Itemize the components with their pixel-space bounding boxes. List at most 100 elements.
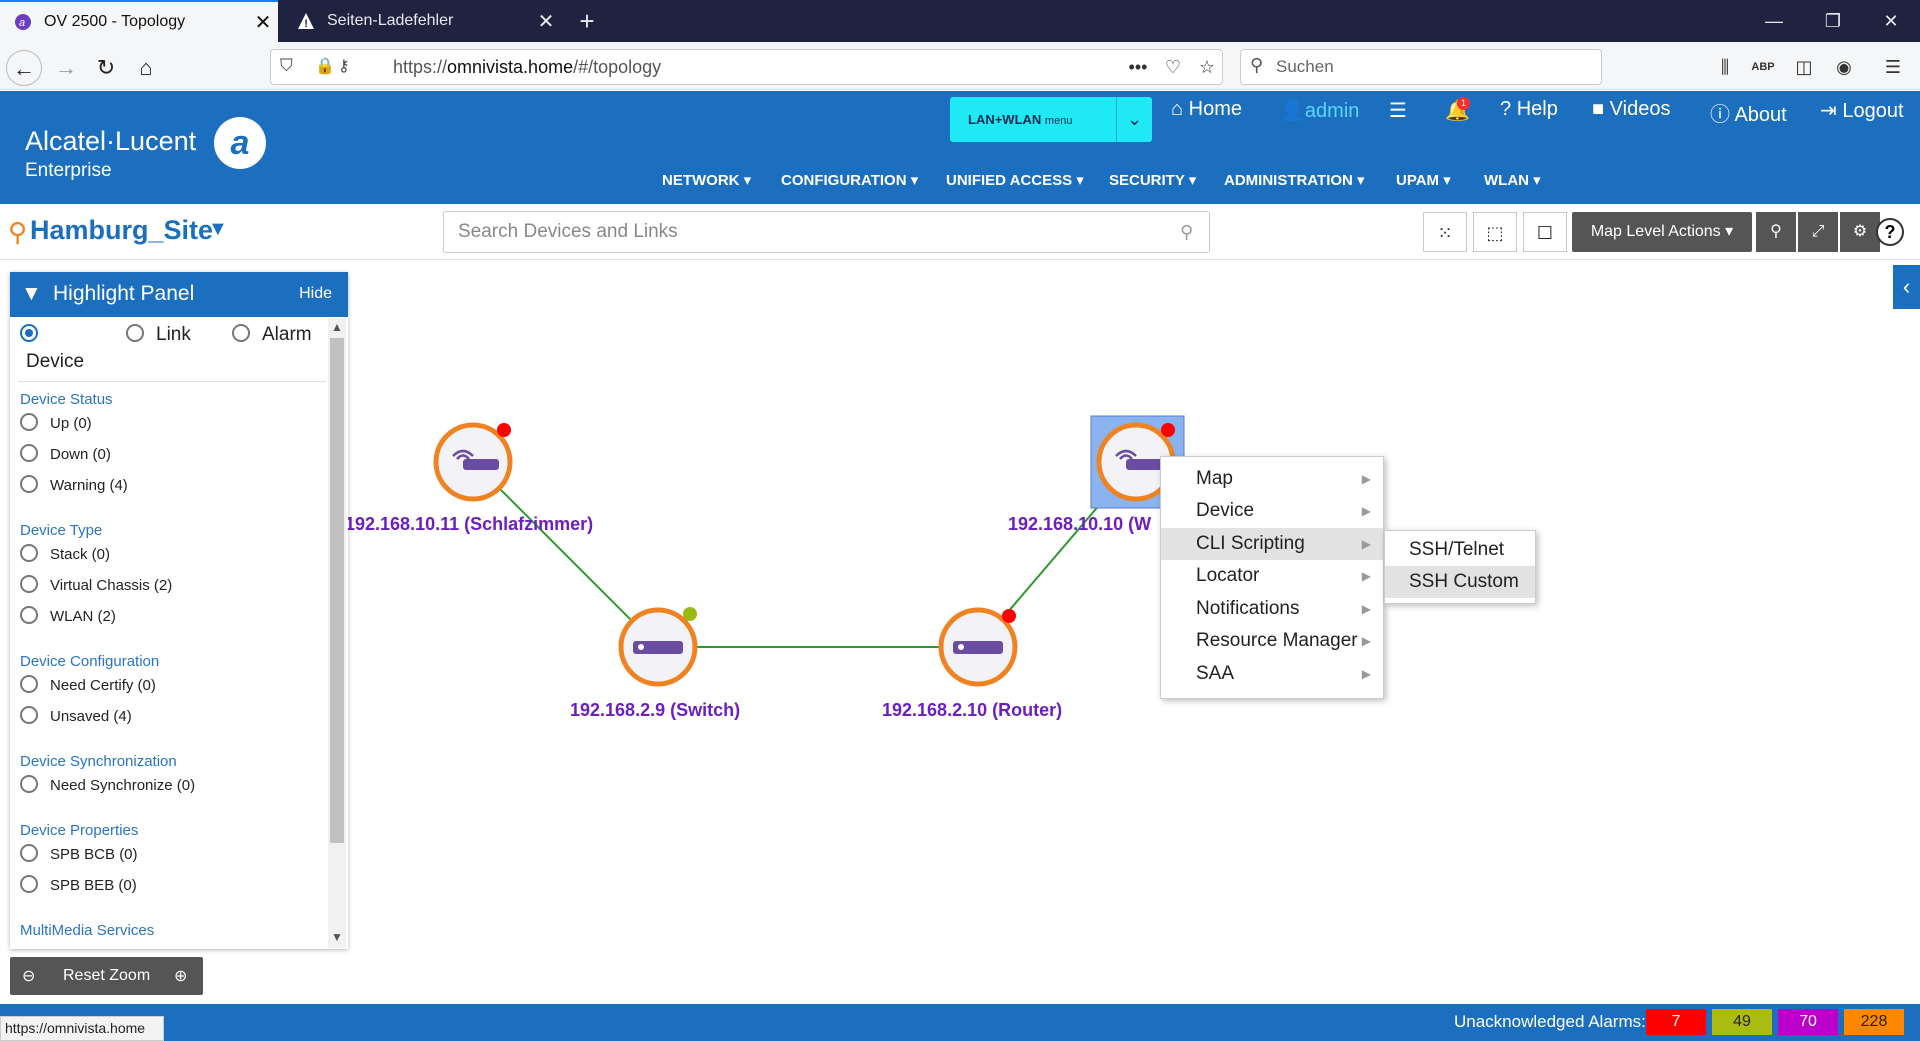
alarm-count-major[interactable]: 49 bbox=[1712, 1009, 1772, 1035]
browser-tab-inactive[interactable]: ! Seiten-Ladefehler ✕ bbox=[283, 0, 561, 42]
device-node-router[interactable] bbox=[938, 607, 1018, 687]
back-icon[interactable]: ← bbox=[6, 50, 42, 86]
account-icon[interactable]: ◉ bbox=[1836, 57, 1852, 77]
filter-radio[interactable] bbox=[20, 444, 38, 462]
filter-radio[interactable] bbox=[20, 706, 38, 724]
minimize-icon[interactable]: — bbox=[1765, 11, 1783, 31]
home-link[interactable]: ⌂ Home bbox=[1171, 98, 1243, 120]
menu-unified-access[interactable]: UNIFIED ACCESS ▾ bbox=[946, 172, 1084, 189]
logout-link[interactable]: ⇥ Logout bbox=[1820, 100, 1904, 122]
device-filter-icon[interactable]: ⁙ bbox=[1423, 212, 1467, 252]
new-tab-button[interactable]: + bbox=[579, 6, 595, 36]
brand-logo-text: Alcatel·Lucent bbox=[25, 126, 197, 156]
hamburger-menu-icon[interactable]: ☰ bbox=[1884, 57, 1902, 77]
browser-tab-active[interactable]: a OV 2500 - Topology ✕ bbox=[0, 0, 278, 42]
url-text[interactable]: https://omnivista.home/#/topology bbox=[393, 57, 661, 78]
site-dropdown-caret-icon[interactable]: ▼ bbox=[208, 218, 228, 240]
menu-configuration[interactable]: CONFIGURATION ▾ bbox=[781, 172, 919, 189]
shield-icon[interactable]: ⛉ bbox=[280, 56, 293, 75]
menu-network[interactable]: NETWORK ▾ bbox=[662, 172, 752, 189]
filter-radio[interactable] bbox=[20, 775, 38, 793]
help-icon[interactable]: ? bbox=[1876, 218, 1904, 246]
lock-warning-icon[interactable]: 🔒 bbox=[315, 58, 335, 75]
forward-icon[interactable]: → bbox=[55, 55, 77, 80]
scroll-down-icon[interactable]: ▼ bbox=[331, 930, 343, 944]
map-level-actions-button[interactable]: Map Level Actions ▾ bbox=[1572, 212, 1752, 252]
menu-upam[interactable]: UPAM ▾ bbox=[1396, 172, 1451, 189]
close-tab-icon[interactable]: ✕ bbox=[254, 11, 272, 34]
page-actions-icon[interactable]: ••• bbox=[1128, 57, 1148, 77]
mode-link-radio[interactable] bbox=[126, 324, 144, 342]
filter-radio[interactable] bbox=[20, 475, 38, 493]
help-link[interactable]: ? Help bbox=[1500, 98, 1558, 120]
collapse-right-panel-icon[interactable]: ‹ bbox=[1893, 265, 1920, 309]
close-window-icon[interactable]: ✕ bbox=[1883, 11, 1899, 31]
chevron-down-icon[interactable]: ⌄ bbox=[1116, 97, 1152, 142]
menu-security[interactable]: SECURITY ▾ bbox=[1109, 172, 1197, 189]
videos-link[interactable]: ■ Videos bbox=[1592, 98, 1671, 120]
reload-icon[interactable]: ↻ bbox=[96, 55, 116, 80]
library-icon[interactable]: ⫼ bbox=[1720, 57, 1730, 77]
device-label[interactable]: 192.168.10.11 (Schlafzimmer) bbox=[345, 514, 594, 534]
location-marker-icon[interactable]: ⚲ bbox=[1756, 212, 1796, 252]
reset-zoom-button[interactable]: Reset Zoom bbox=[63, 967, 151, 984]
mode-link-label: Link bbox=[156, 324, 191, 345]
restore-icon[interactable]: ❐ bbox=[1824, 11, 1842, 31]
user-icon: 👤 bbox=[1280, 100, 1305, 122]
submenu-ssh-telnet[interactable]: SSH/Telnet bbox=[1409, 539, 1505, 560]
submenu-ssh-custom[interactable]: SSH Custom bbox=[1385, 566, 1535, 598]
menu-administration[interactable]: ADMINISTRATION ▾ bbox=[1224, 172, 1365, 189]
device-search-input[interactable] bbox=[443, 211, 1210, 253]
url-bar[interactable] bbox=[270, 49, 1223, 85]
device-label[interactable]: 192.168.2.9 (Switch) bbox=[570, 700, 741, 720]
ctx-item-notifications[interactable]: Notifications▶ bbox=[1161, 593, 1383, 625]
filter-radio[interactable] bbox=[20, 844, 38, 862]
menu-wlan[interactable]: WLAN ▾ bbox=[1484, 172, 1541, 189]
zoom-out-icon[interactable]: ⊖ bbox=[22, 968, 36, 985]
alarm-count-warning[interactable]: 228 bbox=[1844, 1009, 1904, 1035]
hide-panel-button[interactable]: Hide bbox=[299, 285, 332, 302]
device-node-wlan[interactable] bbox=[433, 422, 513, 502]
adblock-icon[interactable]: ABP bbox=[1751, 61, 1775, 73]
permissions-icon[interactable]: ⚷ bbox=[338, 58, 350, 75]
ctx-item-device[interactable]: Device▶ bbox=[1161, 495, 1383, 527]
select-area-icon[interactable]: ⬚ bbox=[1473, 212, 1517, 252]
ctx-item-resource-manager[interactable]: Resource Manager▶ bbox=[1161, 625, 1383, 657]
about-link[interactable]: ⓘ About bbox=[1710, 104, 1787, 126]
close-tab-icon[interactable]: ✕ bbox=[537, 10, 555, 33]
ctx-item-locator[interactable]: Locator▶ bbox=[1161, 560, 1383, 592]
alarm-count-minor[interactable]: 70 bbox=[1778, 1009, 1838, 1035]
browser-search-input[interactable] bbox=[1240, 49, 1602, 85]
filter-radio[interactable] bbox=[20, 606, 38, 624]
settings-gear-icon[interactable]: ⚙ bbox=[1840, 212, 1880, 252]
zoom-in-icon[interactable]: ⊕ bbox=[174, 968, 188, 985]
fullscreen-icon[interactable]: ⤢ bbox=[1798, 212, 1838, 252]
device-node-wlan[interactable] bbox=[1096, 422, 1176, 502]
home-icon[interactable]: ⌂ bbox=[139, 55, 153, 80]
mode-device-radio[interactable] bbox=[20, 324, 38, 342]
device-label[interactable]: 192.168.10.10 (W bbox=[1008, 514, 1152, 534]
ctx-item-cli-scripting[interactable]: CLI Scripting▶ bbox=[1161, 528, 1383, 560]
filter-radio[interactable] bbox=[20, 575, 38, 593]
site-title[interactable]: Hamburg_Site bbox=[30, 215, 214, 245]
device-label[interactable]: 192.168.2.10 (Router) bbox=[882, 700, 1063, 720]
list-icon[interactable]: ☰ bbox=[1389, 100, 1407, 122]
device-node-switch[interactable] bbox=[618, 607, 698, 687]
pocket-icon[interactable]: ♡ bbox=[1164, 57, 1182, 77]
mode-alarm-radio[interactable] bbox=[232, 324, 250, 342]
filter-radio[interactable] bbox=[20, 544, 38, 562]
alarm-count-critical[interactable]: 7 bbox=[1646, 1009, 1706, 1035]
ctx-item-saa[interactable]: SAA▶ bbox=[1161, 658, 1383, 690]
panel-scrollbar-thumb[interactable] bbox=[330, 338, 344, 843]
ctx-item-map[interactable]: Map▶ bbox=[1161, 463, 1383, 495]
admin-link[interactable]: 👤admin bbox=[1280, 100, 1360, 122]
bookmark-star-icon[interactable]: ☆ bbox=[1198, 57, 1216, 77]
filter-radio[interactable] bbox=[20, 875, 38, 893]
lan-wlan-menu-button[interactable]: LAN+WLAN menu ⌄ bbox=[950, 97, 1152, 142]
filter-radio[interactable] bbox=[20, 413, 38, 431]
filter-radio[interactable] bbox=[20, 675, 38, 693]
link-line[interactable] bbox=[472, 461, 659, 648]
checkbox-toggle-icon[interactable]: ☐ bbox=[1523, 212, 1567, 252]
sidebar-icon[interactable]: ◫ bbox=[1795, 57, 1813, 77]
scroll-up-icon[interactable]: ▲ bbox=[331, 320, 343, 334]
